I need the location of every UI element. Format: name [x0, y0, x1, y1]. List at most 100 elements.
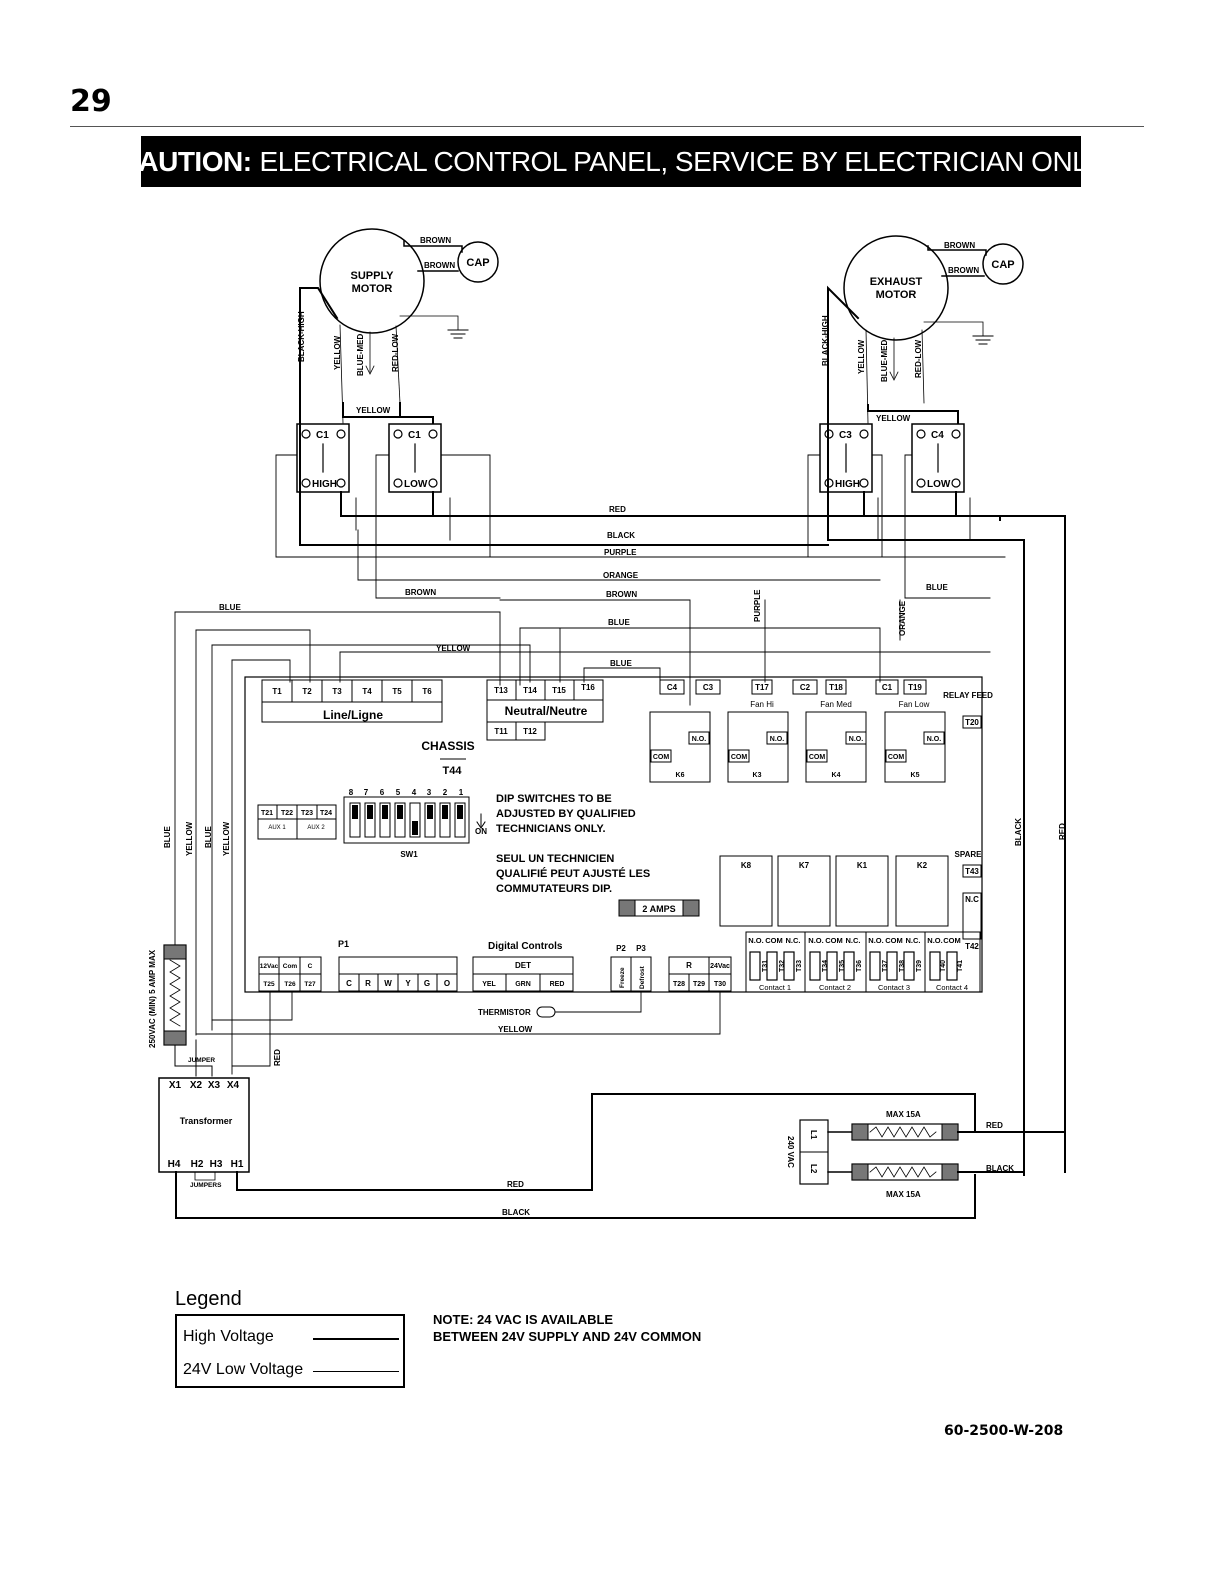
bus-red-label: RED [609, 505, 626, 514]
contact4-no: N.O. [927, 936, 942, 945]
exhaust-motor-line1: EXHAUST [870, 276, 923, 288]
exhaust-motor-line2: MOTOR [876, 289, 917, 301]
terminal-c3: C3 [703, 683, 714, 692]
sw1-label: SW1 [400, 850, 418, 859]
bus-orange-label: ORANGE [603, 571, 639, 580]
relay-k6-name: K6 [676, 772, 685, 779]
power-max1-label: MAX 15A [886, 1110, 921, 1119]
dip-number-2: 2 [443, 788, 448, 797]
terminal-t22: T22 [281, 810, 293, 817]
lv-head-c: C [308, 963, 313, 970]
relay-feed-text: RELAY FEED [943, 691, 993, 700]
exhaust-motor-symbol [843, 235, 949, 341]
contact2-no: N.O. [808, 936, 823, 945]
supply-cap-symbol [457, 241, 499, 283]
p1-pin-g: G [424, 979, 430, 988]
supply-motor-line2: MOTOR [352, 283, 393, 295]
p2-label: P2 [616, 944, 626, 953]
bus-blue-right-label: BLUE [926, 583, 948, 592]
left-yellow2-label: YELLOW [222, 821, 231, 856]
p3-label: P3 [636, 944, 646, 953]
relay-k5-name: K5 [911, 772, 920, 779]
terminal-t27: T27 [304, 981, 316, 988]
legend-title: Legend [175, 1288, 242, 1310]
dip-warning-en-1: DIP SWITCHES TO BE [496, 793, 612, 805]
terminal-t28: T28 [673, 981, 685, 988]
r-label: R [686, 961, 692, 970]
dip-number-6: 6 [380, 788, 385, 797]
contact3-label: Contact 3 [878, 983, 910, 992]
control-board-outline [244, 676, 983, 993]
terminal-c1: C1 [882, 683, 893, 692]
terminal-t43: T43 [965, 867, 979, 876]
terminal-t24: T24 [320, 810, 332, 817]
relay-k4-name: K4 [832, 772, 841, 779]
caution-banner: CAUTION:ELECTRICAL CONTROL PANEL, SERVIC… [119, 136, 1104, 187]
power-black-label: BLACK [986, 1164, 1014, 1173]
transformer-box [158, 1077, 250, 1173]
document-code: 60-2500-W-208 [944, 1423, 1064, 1439]
lv-yellow-label: YELLOW [498, 1025, 533, 1034]
exhaust-cap-symbol [982, 243, 1024, 285]
terminal-nc: N.C [965, 895, 979, 904]
left-red-label: RED [273, 1049, 282, 1066]
power-max2-label: MAX 15A [886, 1190, 921, 1199]
jumper-label: JUMPER [188, 1057, 215, 1064]
defrost-label: Defrost [639, 965, 646, 989]
terminal-t38: T38 [899, 960, 906, 972]
terminal-t5: T5 [392, 687, 402, 696]
relay-k5-no: N.O. [927, 736, 941, 743]
contactor-3-top: C3 [839, 430, 852, 441]
legend-low-voltage-line [313, 1371, 399, 1372]
dip-number-4: 4 [412, 788, 417, 797]
bus-purple-label: PURPLE [604, 548, 637, 557]
terminal-t34: T34 [822, 960, 829, 972]
dip-number-8: 8 [349, 788, 354, 797]
contact4-com: COM [943, 936, 961, 945]
power-l1-label: L1 [809, 1130, 818, 1140]
terminal-t29: T29 [693, 981, 705, 988]
t44-label: T44 [443, 765, 463, 777]
terminal-t17: T17 [755, 683, 769, 692]
bus-yellow-label: YELLOW [436, 644, 471, 653]
terminal-t41: T41 [957, 960, 964, 972]
spare-label: SPARE [955, 850, 983, 859]
exhaust-lead-blue-med: BLUE-MED [880, 340, 889, 382]
relay-k3-name: K3 [753, 772, 762, 779]
terminal-t20: T20 [965, 718, 979, 727]
r-24vac: 24Vac [710, 963, 730, 970]
power-240vac-label: 240 VAC [786, 1136, 795, 1168]
det-pin-yel: YEL [482, 981, 496, 988]
transformer-h4: H4 [168, 1159, 181, 1170]
caution-label: CAUTION: [118, 145, 252, 177]
relay-k1: K1 [857, 861, 868, 870]
det-label: DET [515, 961, 531, 970]
terminal-t3: T3 [332, 687, 342, 696]
terminal-t26: T26 [284, 981, 296, 988]
transformer-x3: X3 [208, 1080, 221, 1091]
terminal-t36: T36 [856, 960, 863, 972]
dip-warning-fr-1: SEUL UN TECHNICIEN [496, 853, 614, 865]
relay-k4-com: COM [809, 754, 826, 761]
terminal-t25: T25 [263, 981, 275, 988]
contactor-2-bottom: LOW [404, 479, 428, 490]
transformer-name: Transformer [180, 1116, 233, 1126]
terminal-c4: C4 [667, 683, 678, 692]
aux-2-label: AUX 2 [307, 825, 325, 831]
fan-hi-label: Fan Hi [750, 700, 774, 709]
terminal-t4: T4 [362, 687, 372, 696]
supply-lead-blue-med: BLUE-MED [356, 334, 365, 376]
contact2-com: COM [825, 936, 843, 945]
aux-1-label: AUX 1 [268, 825, 286, 831]
dip-number-7: 7 [364, 788, 369, 797]
digital-controls-label: Digital Controls [488, 941, 563, 952]
bus-blue2-label: BLUE [610, 659, 632, 668]
contact1-com: COM [765, 936, 783, 945]
power-red-vertical: RED [1058, 823, 1067, 840]
supply-lead-red-low: RED-LOW [391, 333, 400, 372]
note-line-2: BETWEEN 24V SUPPLY AND 24V COMMON [433, 1329, 702, 1344]
dip-warning-fr-2: QUALIFIÉ PEUT AJUSTÉ LES [496, 867, 650, 880]
transformer-h1: H1 [231, 1159, 244, 1170]
supply-motor-symbol [319, 228, 425, 334]
terminal-t12: T12 [523, 727, 537, 736]
